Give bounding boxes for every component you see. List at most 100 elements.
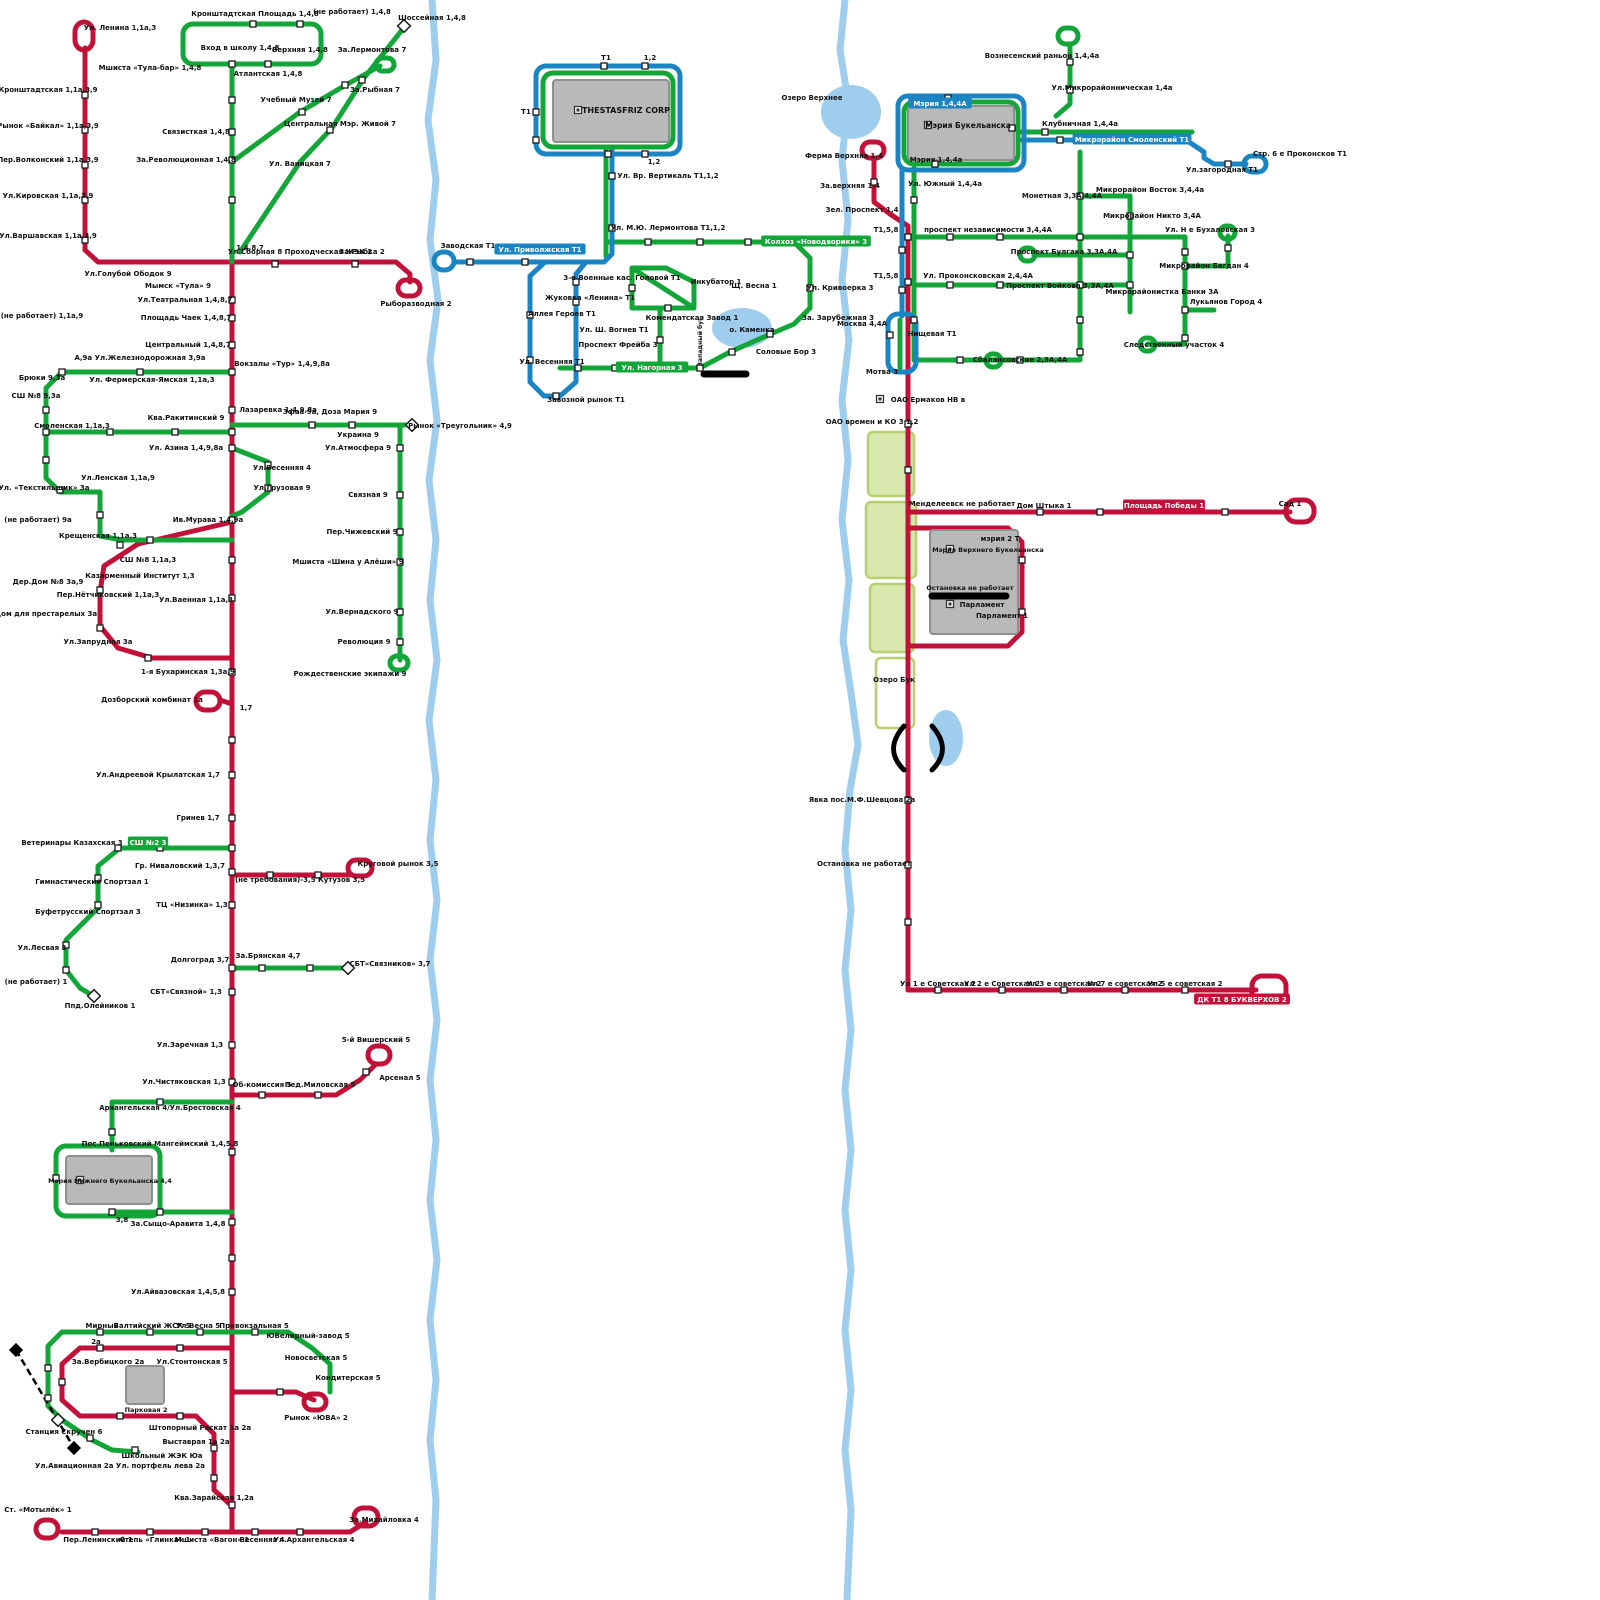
map-label: Пер.Чижевский 9: [327, 528, 398, 536]
map-label: ДК Т1 8 БУКВЕРХОВ 2: [1197, 996, 1287, 1004]
station-marker: [81, 196, 89, 204]
map-label: Сбалансовские 2,3А,4А: [973, 356, 1068, 364]
map-label: Ул.Варшавская 1,1а,3,9: [0, 232, 97, 240]
map-label: Кронштадтская 1,1а,3,9: [0, 86, 98, 94]
station-marker: [396, 638, 404, 646]
station-marker: [176, 1344, 184, 1352]
station-marker: [1126, 281, 1134, 289]
map-label: Рынок «ЮВА» 2: [284, 1414, 348, 1422]
map-label: Проспект Фрейба 3: [578, 341, 657, 349]
map-label: Гринев 1,7: [176, 814, 219, 822]
station-marker: [144, 654, 152, 662]
map-label: Т1,5,8: [874, 272, 899, 280]
station-marker: [228, 868, 236, 876]
station-marker: [62, 966, 70, 974]
label-badge: [761, 235, 871, 247]
station-marker: [358, 76, 366, 84]
station-marker: [96, 511, 104, 519]
map-label: Мэрия Нижнего Букельанска 4,4: [48, 1177, 172, 1185]
map-label: А,9а Ул.Железнодорожная 3,9а: [74, 354, 205, 362]
interchange-marker: [50, 1412, 66, 1428]
map-label: Мирный: [86, 1322, 119, 1330]
map-label: Парламент: [960, 601, 1006, 609]
station-marker: [641, 62, 649, 70]
station-marker: [131, 1446, 139, 1454]
map-label: Ферма Верхняя 1,4: [805, 152, 883, 160]
station-marker: [898, 246, 906, 254]
map-label: Пер.Волконский 1,1а,3,9: [0, 156, 99, 164]
map-label: Ул.Грузовая 9: [253, 484, 310, 492]
map-label: За.верхняя 1,4: [820, 182, 880, 190]
station-marker: [1126, 212, 1134, 220]
station-marker: [1181, 248, 1189, 256]
map-label: Весенняя 4: [240, 1536, 285, 1544]
station-marker: [42, 428, 50, 436]
map-label: Рынок «Байкал» 1,1а,3,9: [0, 122, 99, 130]
map-label: Ул. Н е Бухаловская 3: [1165, 226, 1255, 234]
map-label: Шоссейная 1,4,8: [398, 14, 466, 22]
terminus-loop: [1217, 223, 1238, 242]
funicular-terminal-diamond: [8, 1342, 24, 1358]
station-marker: [526, 311, 534, 319]
map-label: Ул. Азина 1,4,9,8а: [149, 444, 223, 452]
map-label: Микрорайон Никто 3,4А: [1103, 212, 1201, 220]
station-marker: [396, 444, 404, 452]
map-label: Зфаа 9а, Доза Мария 9: [283, 408, 377, 416]
map-label: Сад 1: [1279, 500, 1302, 508]
map-label: Микрорайон Смоленский Т1: [1075, 136, 1189, 144]
map-label: (не работает) 1,4,8: [313, 8, 391, 16]
station-marker: [251, 1528, 259, 1536]
map-label: Западный буг: [697, 318, 704, 366]
interchange-marker: [396, 18, 412, 34]
station-marker: [106, 428, 114, 436]
route-meria-verh-loop: [905, 525, 1025, 649]
terminus-loop: [1137, 335, 1158, 354]
station-marker: [116, 541, 124, 549]
station-marker: [1181, 306, 1189, 314]
map-label: Ул. Нагорная 3: [621, 364, 682, 372]
route-east-trunk: [871, 157, 911, 993]
map-label: Ул.Весенняя 4: [253, 464, 311, 472]
station-marker: [276, 1388, 284, 1396]
map-label: СШ №8 1,1а,3: [120, 556, 177, 564]
map-label: ЮВелирный-завод 5: [266, 1332, 349, 1340]
map-label: Ул.Голубой Ободок 9: [84, 270, 171, 278]
map-label: Балтийский ЖСК 5: [114, 1322, 191, 1330]
station-marker: [396, 558, 404, 566]
station-marker: [574, 364, 582, 372]
map-label: (не работает) 9а: [4, 516, 72, 524]
map-label: Ул.Микрорайонническая 1,4а: [1052, 84, 1173, 92]
map-label: Арсенал 5: [379, 1074, 420, 1082]
map-label: Проспект Войкова 3,3А,4А: [1006, 282, 1114, 290]
station-marker: [1224, 244, 1232, 252]
map-label: Парламент 1: [976, 612, 1028, 620]
map-label: Зел. Проспект 1,4: [825, 206, 898, 214]
station-marker: [201, 1528, 209, 1536]
route-vesennyaya-loop: [229, 445, 271, 519]
station-marker: [664, 304, 672, 312]
route-lermontova-diag: [229, 63, 383, 165]
terminus-loop: [1241, 153, 1269, 175]
station-marker: [1121, 986, 1129, 994]
station-marker: [271, 260, 279, 268]
map-label: Микрорайон Восток 3,4,4а: [1096, 186, 1204, 194]
station-marker: [314, 1091, 322, 1099]
terminus-loop: [345, 857, 375, 879]
map-label: Рынок «Треугольник» 4,9: [408, 422, 512, 430]
route-blue-u: [527, 259, 589, 399]
station-marker: [108, 1128, 116, 1136]
map-label: Соловые Бор 3: [756, 348, 816, 356]
map-label: За.Вербицкого 2а: [72, 1358, 145, 1366]
label-badge: [1123, 499, 1205, 511]
map-label: Микрорайонистка Банки 3А: [1105, 288, 1219, 296]
station-marker: [396, 528, 404, 536]
map-label: Дом для престарелых 3а: [0, 610, 97, 618]
station-marker: [42, 406, 50, 414]
map-label: Ул 5 е советская 2: [1147, 980, 1222, 988]
map-label: СШ №8 9,3а: [11, 392, 60, 400]
station-marker: [114, 844, 122, 852]
station-marker: [81, 236, 89, 244]
building-parkovaya: [125, 1365, 165, 1405]
terminus-loop: [983, 351, 1004, 370]
